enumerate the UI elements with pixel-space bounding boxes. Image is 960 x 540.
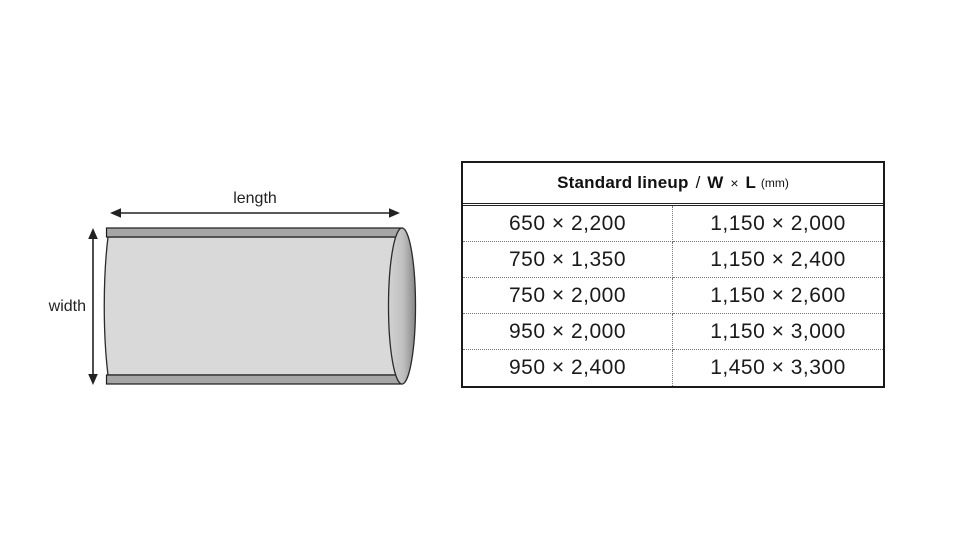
size-cell: 1,150 × 2,400 — [673, 242, 883, 278]
length-label: length — [233, 190, 277, 207]
size-cell: 950 × 2,400 — [463, 350, 673, 386]
size-cell: 750 × 2,000 — [463, 278, 673, 314]
size-cell: 950 × 2,000 — [463, 314, 673, 350]
size-cell: 1,450 × 3,300 — [710, 356, 846, 379]
size-cell: 1,150 × 2,600 — [673, 278, 883, 314]
width-arrowhead-bottom-icon — [88, 374, 98, 385]
table-title-separator: / — [695, 173, 701, 192]
table-header-l: L — [745, 173, 756, 192]
multiply-icon: × — [730, 175, 739, 191]
spec-table-header: Standard lineup / W × L (mm) — [463, 163, 883, 206]
roll-body — [103, 236, 403, 376]
roll-bottom-strip — [105, 374, 404, 385]
size-cell: 750 × 1,350 — [463, 242, 673, 278]
length-arrowhead-left-icon — [110, 208, 121, 218]
width-arrowhead-top-icon — [88, 228, 98, 239]
table-header-w: W — [707, 173, 724, 192]
size-cell: 650 × 2,200 — [463, 206, 673, 242]
size-cell: 1,150 × 3,000 — [673, 314, 883, 350]
table-title: Standard lineup — [557, 173, 689, 192]
width-label: width — [48, 298, 86, 315]
spec-table-body: 650 × 2,200 1,150 × 2,000 750 × 1,350 1,… — [463, 206, 883, 386]
roll-diagram: length width — [48, 190, 417, 385]
length-arrowhead-right-icon — [389, 208, 400, 218]
roll-end-cap — [387, 227, 417, 385]
roll-top-strip — [105, 227, 404, 238]
size-cell: 1,150 × 2,000 — [673, 206, 883, 242]
table-header-unit: (mm) — [760, 176, 789, 190]
spec-table: Standard lineup / W × L (mm) 650 × 2,200… — [461, 161, 885, 388]
